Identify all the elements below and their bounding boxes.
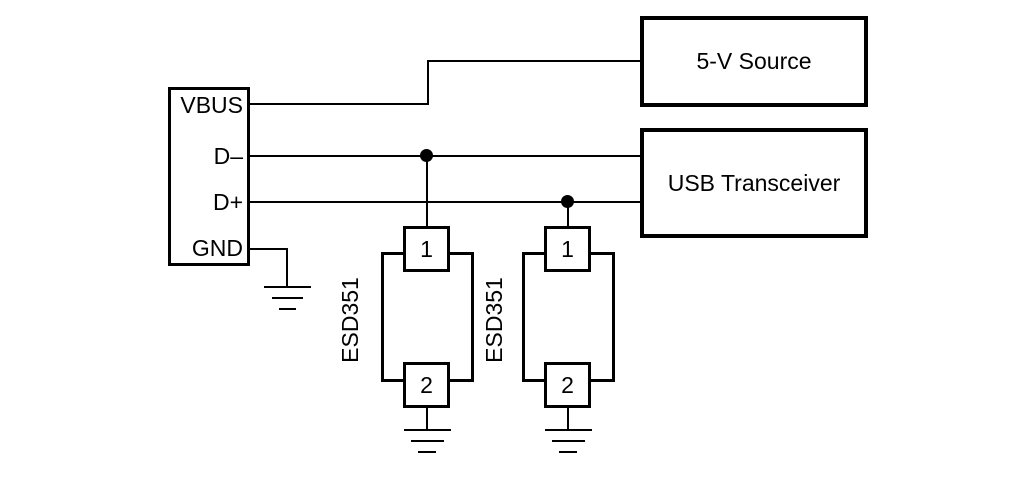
wire-vbus-to-source xyxy=(427,60,642,62)
esd2-pin1-label: 1 xyxy=(561,235,574,262)
wire-dplus xyxy=(249,201,642,203)
esd2-name-label: ESD351 xyxy=(481,277,507,363)
block-5v-source-label: 5-V Source xyxy=(696,48,812,74)
pin-label-gnd: GND xyxy=(191,235,243,261)
ground-bar-middle xyxy=(552,440,585,442)
wire-dminus-to-esd1 xyxy=(426,155,428,227)
ground-bar-top xyxy=(545,429,592,431)
wire-esd2-to-ground xyxy=(567,407,569,430)
ground-bar-bottom xyxy=(559,451,577,453)
wire-vbus-riser xyxy=(427,60,429,105)
block-usb-transceiver-label: USB Transceiver xyxy=(667,169,841,196)
ground-bar-middle xyxy=(272,297,303,299)
ground-bar-top xyxy=(264,286,311,288)
pin-label-dminus: D– xyxy=(213,143,243,169)
esd1-name-label: ESD351 xyxy=(337,277,363,363)
esd1-pin1-box: 1 xyxy=(403,226,450,272)
ground-bar-bottom xyxy=(418,451,436,453)
wire-esd1-to-ground xyxy=(426,407,428,430)
ground-bar-middle xyxy=(411,440,444,442)
junction-dot-dplus xyxy=(561,195,574,208)
ground-bar-bottom xyxy=(279,308,296,310)
ground-bar-top xyxy=(404,429,451,431)
pin-label-vbus: VBUS xyxy=(180,92,243,118)
usb-connector-box xyxy=(168,87,250,266)
wire-gnd-horizontal xyxy=(249,248,288,250)
wire-vbus-horizontal xyxy=(249,103,429,105)
wire-gnd-drop xyxy=(286,248,288,287)
esd1-pin1-label: 1 xyxy=(420,235,433,262)
wire-dplus-to-esd2 xyxy=(567,201,569,227)
esd1-pin2-label: 2 xyxy=(420,371,433,398)
block-5v-source: 5-V Source xyxy=(640,16,868,107)
esd2-pin2-box: 2 xyxy=(544,362,591,408)
esd2-pin2-label: 2 xyxy=(561,371,574,398)
pin-label-dplus: D+ xyxy=(212,189,243,215)
esd1-pin2-box: 2 xyxy=(403,362,450,408)
block-usb-transceiver: USB Transceiver xyxy=(640,128,868,238)
wire-dminus xyxy=(249,155,642,157)
esd2-pin1-box: 1 xyxy=(544,226,591,272)
junction-dot-dminus xyxy=(420,149,433,162)
